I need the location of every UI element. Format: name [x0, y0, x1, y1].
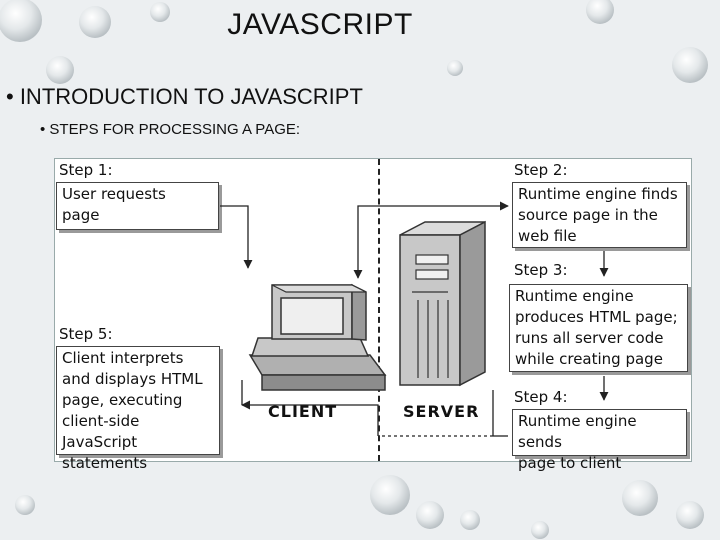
step2-label: Step 2: — [514, 161, 568, 179]
bullet-introduction: • INTRODUCTION TO JAVASCRIPT — [6, 84, 363, 109]
step3-label: Step 3: — [514, 261, 568, 279]
client-server-divider — [378, 159, 380, 461]
water-drop — [150, 2, 170, 22]
step5-label: Step 5: — [59, 325, 113, 343]
slide-title: JAVASCRIPT — [227, 8, 413, 41]
step5-box: Client interprets and displays HTML page… — [56, 346, 220, 472]
step1-box: User requests page — [56, 182, 219, 230]
step1-label: Step 1: — [59, 161, 113, 179]
water-drop — [460, 510, 480, 530]
water-drop — [46, 56, 74, 84]
water-drop — [586, 0, 614, 24]
water-drop — [676, 501, 704, 529]
step2-box: Runtime engine finds source page in the … — [512, 182, 687, 248]
step3-box: Runtime engine produces HTML page; runs … — [509, 284, 688, 372]
water-drop — [370, 475, 410, 515]
water-drop — [622, 480, 658, 516]
water-drop — [416, 501, 444, 529]
step4-box: Runtime engine sends page to client — [512, 409, 687, 472]
step4-label: Step 4: — [514, 388, 568, 406]
bullet-steps: • STEPS FOR PROCESSING A PAGE: — [40, 121, 301, 138]
water-drop — [0, 0, 42, 42]
water-drop — [672, 47, 708, 83]
water-drop — [15, 495, 35, 515]
water-drop — [531, 521, 549, 539]
server-label: SERVER — [403, 402, 480, 421]
client-label: CLIENT — [268, 402, 338, 421]
water-drop — [447, 60, 463, 76]
water-drop — [79, 6, 111, 38]
